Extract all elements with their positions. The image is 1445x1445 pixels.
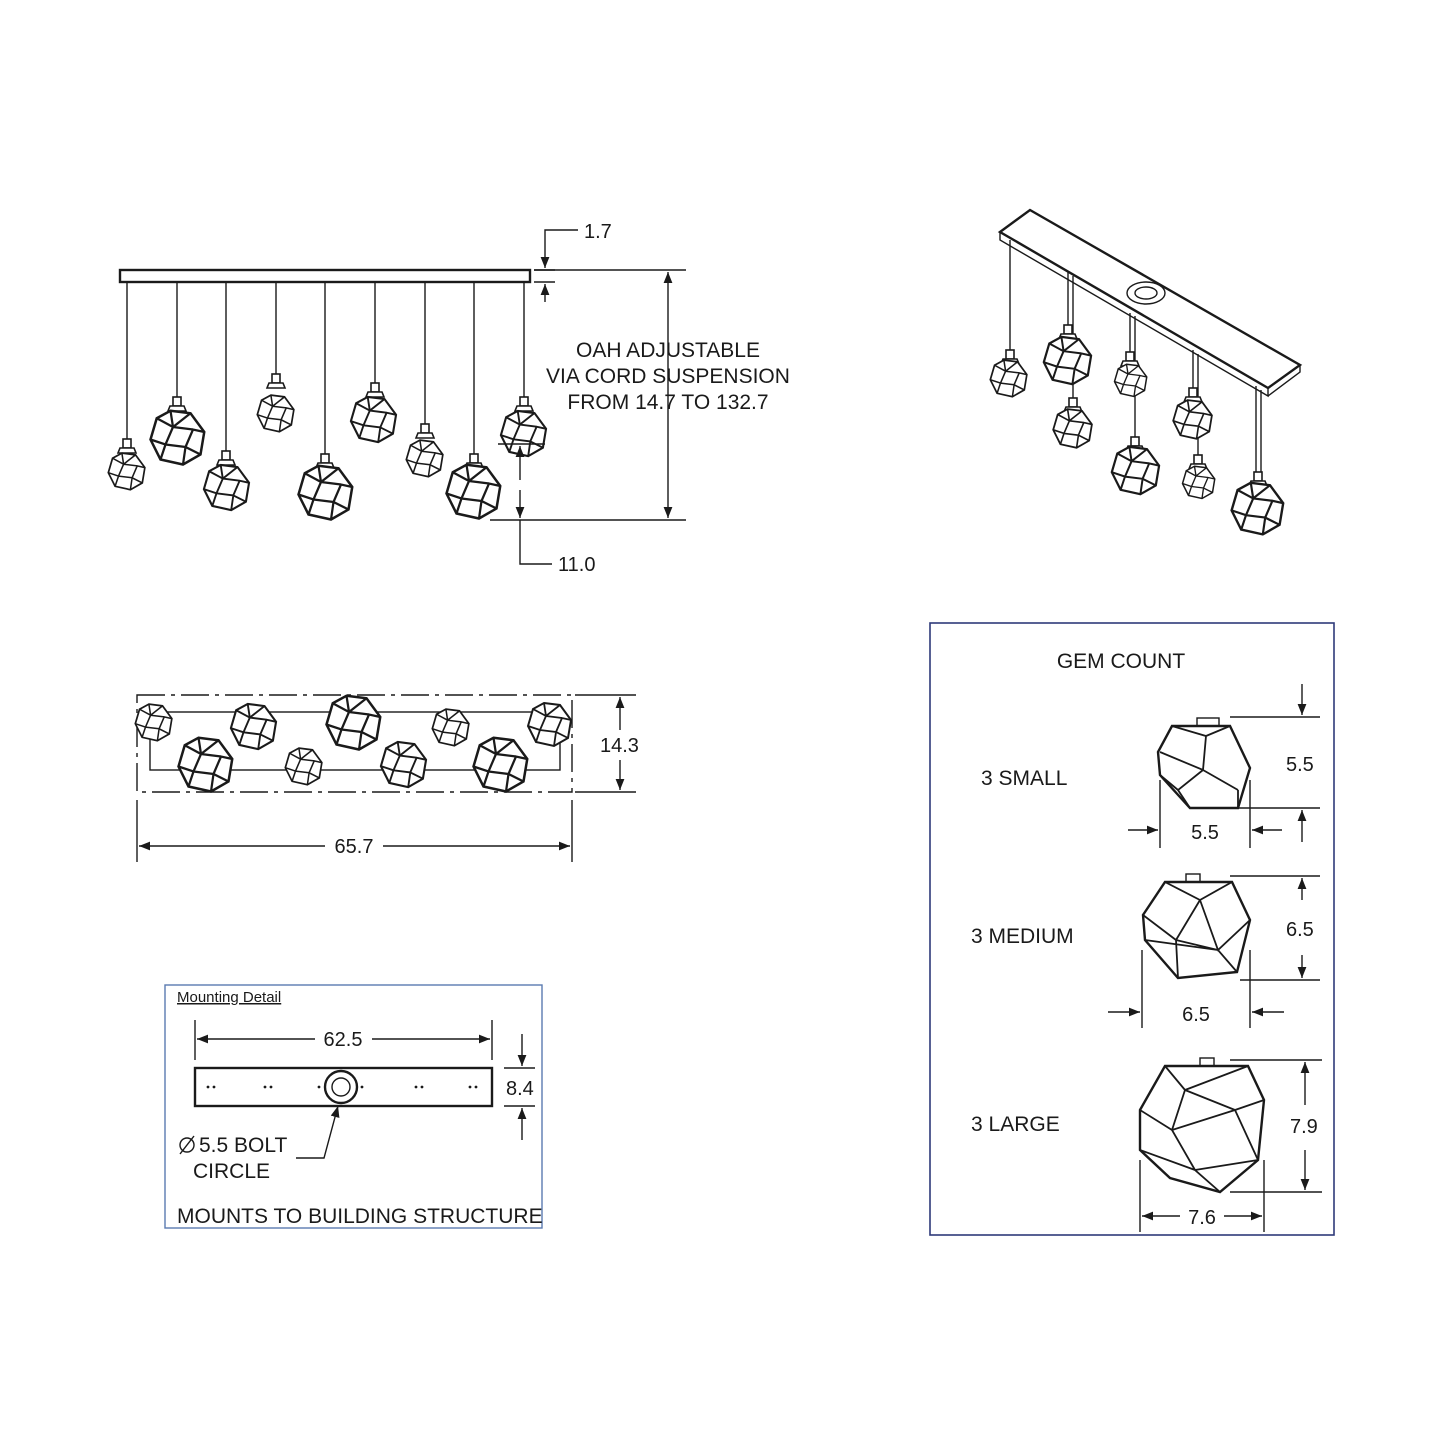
gem-medium-label: 3 MEDIUM: [971, 925, 1074, 948]
top-view-outline: [136, 694, 573, 793]
depth-value: 14.3: [600, 735, 639, 757]
gem-small-label: 3 SMALL: [981, 767, 1067, 790]
mounting-detail-title: Mounting Detail: [177, 989, 281, 1006]
gem-large-width: 7.6: [1188, 1207, 1216, 1229]
length-value: 65.7: [335, 836, 374, 858]
front-elevation-view: 1.7 OAH ADJUSTABLE VIA CORD SUSPENSION F…: [107, 221, 790, 576]
iso-pendants: [989, 240, 1285, 536]
mounting-detail-panel: Mounting Detail 62.5 8.4 5.5 BOLT CIRCLE…: [164, 984, 543, 1229]
gem-drop-dimension: 11.0: [498, 443, 595, 576]
gem-count-frame: [929, 622, 1335, 1236]
mounting-footer-note: MOUNTS TO BUILDING STRUCTURE: [177, 1205, 543, 1228]
top-view-gems: [134, 694, 572, 793]
gem-medium-height: 6.5: [1286, 919, 1314, 941]
mounting-detail-frame: [164, 984, 543, 1229]
depth-dimension: 14.3: [575, 694, 639, 793]
pendant-gems: [107, 373, 548, 521]
gem-drop-value: 11.0: [558, 554, 595, 576]
oah-note-line-1: OAH ADJUSTABLE: [576, 339, 760, 362]
length-dimension: 65.7: [136, 800, 573, 862]
top-plan-view: 14.3 65.7: [134, 694, 639, 862]
gem-large-label: 3 LARGE: [971, 1113, 1060, 1136]
canopy-height-dimension: 1.7: [534, 221, 612, 302]
bolt-circle-line-1: 5.5 BOLT: [199, 1134, 287, 1157]
gem-large: 3 LARGE 7.9 7.6: [971, 1057, 1322, 1232]
oah-note-line-2: VIA CORD SUSPENSION: [546, 365, 790, 388]
diameter-symbol: [179, 1137, 195, 1153]
gem-medium-width: 6.5: [1182, 1004, 1210, 1026]
mounting-plate: [193, 1066, 494, 1108]
oah-note-line-3: FROM 14.7 TO 132.7: [567, 391, 768, 414]
gem-count-panel: GEM COUNT 3 SMALL 5.5 5.5 3 MEDIUM: [929, 622, 1335, 1236]
mounting-length-value: 62.5: [324, 1029, 363, 1051]
canopy-bar: [118, 268, 532, 284]
gem-medium: 3 MEDIUM 6.5 6.5: [971, 873, 1320, 1028]
mounting-width-value: 8.4: [506, 1078, 534, 1100]
gem-large-height: 7.9: [1290, 1116, 1318, 1138]
bolt-circle-line-2: CIRCLE: [193, 1160, 270, 1183]
oah-dimension: OAH ADJUSTABLE VIA CORD SUSPENSION FROM …: [490, 269, 790, 521]
gem-small-width: 5.5: [1191, 822, 1219, 844]
canopy-height-value: 1.7: [584, 221, 612, 243]
gem-count-title: GEM COUNT: [1057, 650, 1186, 673]
isometric-view: [989, 208, 1303, 536]
gem-small: 3 SMALL 5.5 5.5: [981, 684, 1320, 848]
pendant-cords: [126, 282, 525, 455]
gem-small-height: 5.5: [1286, 754, 1314, 776]
